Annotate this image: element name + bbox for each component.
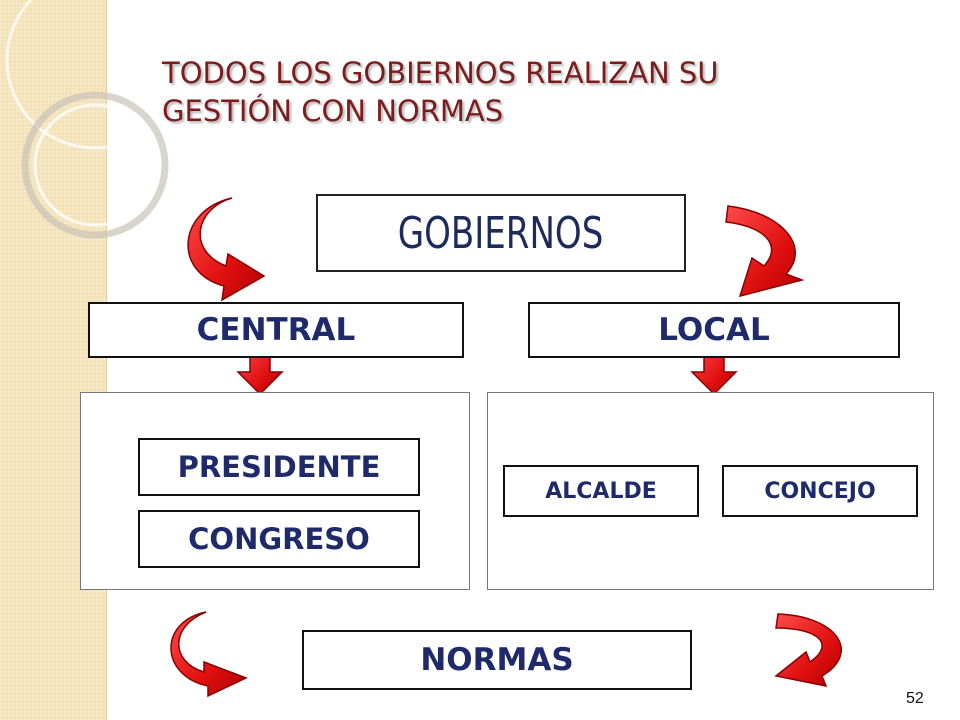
title-line-1: TODOS LOS GOBIERNOS REALIZAN SU [162, 56, 719, 90]
gobiernos-label: GOBIERNOS [398, 207, 604, 259]
congreso-label: CONGRESO [188, 522, 370, 556]
concejo-box: CONCEJO [722, 465, 918, 517]
curved-arrow-to-local-icon [725, 205, 805, 298]
curved-arrow-to-normas-left-icon [170, 611, 248, 698]
page-number: 52 [906, 690, 924, 707]
congreso-box: CONGRESO [138, 510, 420, 568]
decorative-side-band [0, 0, 107, 720]
central-box: CENTRAL [88, 302, 464, 358]
local-label: LOCAL [658, 312, 770, 348]
normas-label: NORMAS [420, 642, 574, 678]
curved-arrow-to-normas-right-icon [774, 613, 842, 688]
central-label: CENTRAL [196, 312, 356, 348]
presidente-box: PRESIDENTE [138, 438, 420, 496]
alcalde-label: ALCALDE [545, 478, 657, 504]
curved-arrow-to-central-icon [187, 197, 266, 302]
alcalde-box: ALCALDE [503, 465, 699, 517]
concejo-label: CONCEJO [764, 478, 876, 504]
gobiernos-box: GOBIERNOS [316, 194, 686, 272]
decorative-circles [5, 0, 185, 239]
slide-title: TODOS LOS GOBIERNOS REALIZAN SU GESTIÓN … [162, 54, 882, 130]
title-line-2: GESTIÓN CON NORMAS [162, 94, 504, 128]
presidente-label: PRESIDENTE [177, 450, 381, 484]
local-box: LOCAL [528, 302, 900, 358]
normas-box: NORMAS [302, 630, 692, 690]
